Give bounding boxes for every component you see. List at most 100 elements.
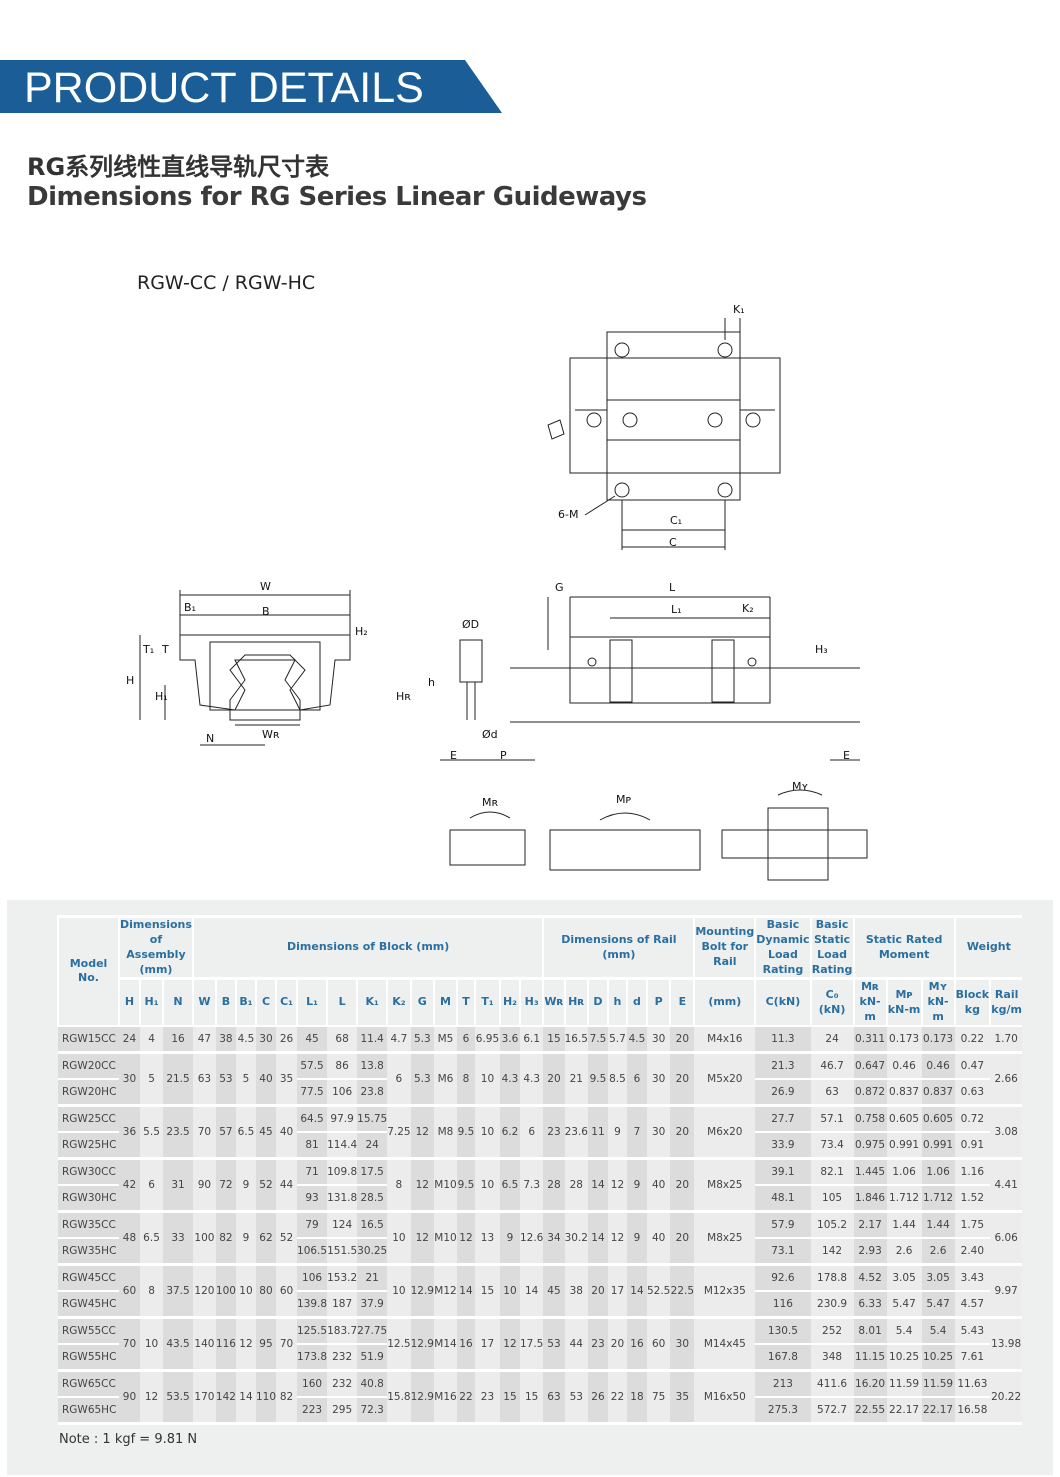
table-cell: 109.8 — [327, 1157, 358, 1185]
table-cell: 9 — [626, 1210, 647, 1265]
moment-unit: kN-m — [859, 995, 881, 1024]
table-cell: 57.5 — [297, 1051, 328, 1079]
header-moment: Static Rated Moment — [852, 914, 955, 979]
table-cell: 12 — [499, 1316, 520, 1371]
table-cell: 73.1 — [755, 1236, 811, 1265]
table-cell: 572.7 — [810, 1395, 854, 1424]
table-cell: 120 — [192, 1263, 216, 1318]
banner-title: PRODUCT DETAILS — [24, 64, 424, 112]
table-cell: 8 — [139, 1263, 164, 1318]
moment-diagrams: Mʀ Mᴘ Mʏ — [449, 780, 868, 881]
table-cell: 20 — [670, 1157, 695, 1212]
column-header: Wʀ — [542, 977, 565, 1026]
table-cell: 0.837 — [921, 1077, 955, 1106]
table-cell: 9 — [235, 1210, 256, 1265]
table-cell: 86 — [327, 1051, 358, 1079]
table-cell: 63 — [810, 1077, 854, 1106]
table-cell: 110 — [255, 1369, 277, 1424]
table-cell: 125.5 — [297, 1316, 328, 1344]
table-cell: 22 — [607, 1369, 627, 1424]
table-cell: 62 — [255, 1210, 277, 1265]
table-cell: M14x45 — [694, 1316, 756, 1371]
table-cell: 6.5 — [235, 1104, 256, 1159]
column-header: d — [625, 977, 647, 1026]
table-cell: 6.95 — [474, 1024, 500, 1053]
table-cell: 7.61 — [954, 1342, 991, 1371]
model-cell: RGW45HC — [58, 1289, 119, 1318]
table-cell: 14 — [235, 1369, 256, 1424]
table-cell: 53 — [215, 1051, 236, 1106]
table-cell: 9.5 — [456, 1104, 475, 1159]
label-mp: Mᴘ — [616, 793, 631, 806]
table-cell: 5.3 — [410, 1051, 434, 1106]
table-cell: 8 — [456, 1051, 475, 1106]
table-cell: 23.6 — [564, 1104, 588, 1159]
table-cell: 6 — [139, 1157, 164, 1212]
table-cell: 40.8 — [357, 1369, 388, 1397]
table-cell: 15.8 — [387, 1369, 411, 1424]
table-cell: 11.59 — [921, 1369, 955, 1397]
table-cell: 3.05 — [921, 1263, 955, 1291]
table-cell: 16.58 — [954, 1395, 991, 1424]
table-cell: 30 — [646, 1104, 671, 1159]
table-cell: M8x25 — [694, 1210, 756, 1265]
table-cell: 0.311 — [853, 1024, 887, 1053]
model-cell: RGW30CC — [58, 1157, 119, 1185]
table-cell: 12.9 — [410, 1263, 434, 1318]
table-cell: 45 — [255, 1104, 277, 1159]
table-cell: 170 — [192, 1369, 216, 1424]
table-cell: M6x20 — [694, 1104, 756, 1159]
table-cell: 151.5 — [327, 1236, 358, 1265]
table-cell: 7 — [626, 1104, 647, 1159]
table-cell: 44 — [276, 1157, 298, 1212]
table-cell: 0.173 — [886, 1024, 922, 1053]
table-cell: 68 — [327, 1024, 358, 1053]
table-cell: 40 — [646, 1210, 671, 1265]
table-cell: 48.1 — [755, 1183, 811, 1212]
column-header: P — [645, 977, 671, 1026]
table-cell: 70 — [119, 1316, 140, 1371]
column-header: D — [586, 977, 608, 1026]
column-header: B — [214, 977, 236, 1026]
column-header: T — [455, 977, 475, 1026]
moment-name: Mʏ — [928, 980, 948, 994]
table-cell: 22.17 — [886, 1395, 922, 1424]
label-6m: 6-M — [558, 508, 578, 521]
table-cell: 52.5 — [646, 1263, 671, 1318]
table-cell: 16.20 — [853, 1369, 887, 1397]
table-cell: 26.9 — [755, 1077, 811, 1106]
table-cell: 15 — [543, 1024, 565, 1053]
label-b: B — [262, 605, 270, 618]
table-cell: 12.9 — [410, 1369, 434, 1424]
dimensions-table-panel: Model No.Dimensions of Assembly (mm)Dime… — [7, 900, 1053, 1475]
table-cell: 5 — [139, 1051, 164, 1106]
table-cell: 6.5 — [139, 1210, 164, 1265]
table-cell: 33.9 — [755, 1130, 811, 1159]
table-cell: 23 — [587, 1316, 608, 1371]
table-cell: 4.3 — [519, 1051, 544, 1106]
table-cell: 124 — [327, 1210, 358, 1238]
model-cell: RGW25CC — [58, 1104, 119, 1132]
table-cell: 187 — [327, 1289, 358, 1318]
table-cell: 28.5 — [357, 1183, 388, 1212]
table-cell: 0.991 — [886, 1130, 922, 1159]
table-cell: 2.6 — [886, 1236, 922, 1265]
model-cell: RGW20HC — [58, 1077, 119, 1106]
column-header: C — [254, 977, 277, 1026]
table-cell: M16x50 — [694, 1369, 756, 1424]
table-cell: 100 — [215, 1263, 236, 1318]
table-cell: 82.1 — [810, 1157, 854, 1185]
table-cell: 10 — [474, 1104, 500, 1159]
table-cell: 0.758 — [853, 1104, 887, 1132]
table-cell: 0.46 — [921, 1051, 955, 1079]
table-cell: 4.5 — [626, 1024, 647, 1053]
table-cell: 80 — [255, 1263, 277, 1318]
table-cell: 75 — [646, 1369, 671, 1424]
table-cell: 12 — [410, 1210, 434, 1265]
table-cell: 39.1 — [755, 1157, 811, 1185]
table-cell: 27.7 — [755, 1104, 811, 1132]
table-cell: 12 — [607, 1210, 627, 1265]
